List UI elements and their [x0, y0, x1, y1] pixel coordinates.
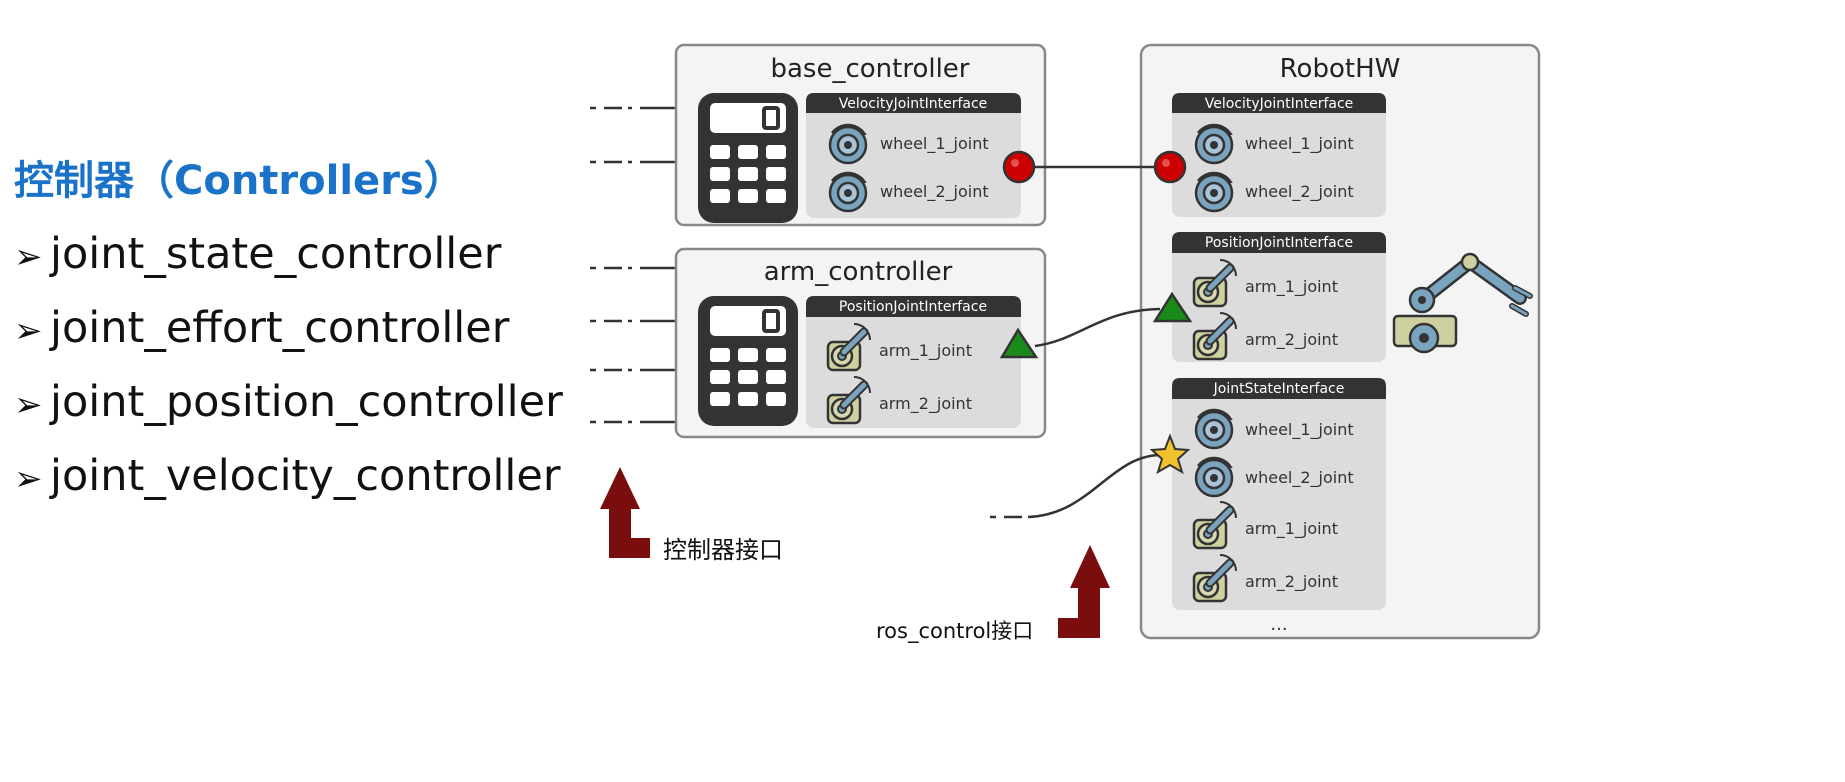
ros-control-interface-arrow — [1058, 545, 1110, 638]
bullet-icon: ➢ — [14, 311, 43, 351]
joint-label: arm_2_joint — [879, 394, 972, 414]
joint-label: arm_1_joint — [1245, 519, 1338, 539]
controller-interface-arrow — [600, 467, 650, 558]
controller-interface-label: 控制器接口 — [663, 536, 783, 564]
bullet-icon: ➢ — [14, 385, 43, 425]
interface-title: VelocityJointInterface — [1205, 96, 1354, 112]
interface-title: PositionJointInterface — [839, 299, 987, 315]
hw-joint-state-interface: JointStateInterface wheel_1_joint wheel_… — [1172, 378, 1386, 610]
list-item: ➢ joint_effort_controller — [14, 303, 510, 353]
joint-label: arm_1_joint — [879, 341, 972, 361]
wheel-joint-icon — [828, 123, 868, 165]
robothw-title: RobotHW — [1280, 54, 1401, 84]
list-item-label: joint_effort_controller — [49, 303, 510, 353]
joint-label: wheel_1_joint — [880, 134, 989, 154]
joint-label: arm_2_joint — [1245, 572, 1338, 592]
list-item: ➢ joint_velocity_controller — [14, 451, 561, 501]
position-connection — [999, 291, 1193, 359]
star-connector — [1149, 433, 1191, 475]
joint-label: arm_2_joint — [1245, 330, 1338, 350]
red-circle-connector — [1153, 150, 1187, 184]
list-item-label: joint_position_controller — [49, 377, 563, 427]
wheel-joint-icon — [1194, 408, 1234, 450]
calculator-icon — [696, 294, 800, 428]
joint-label: arm_1_joint — [1245, 277, 1338, 297]
joint-label: wheel_2_joint — [880, 182, 989, 202]
wheel-joint-icon — [1194, 171, 1234, 213]
base-controller-title: base_controller — [770, 54, 969, 84]
hw-position-joint-interface: PositionJointInterface arm_1_joint arm_2… — [1172, 232, 1386, 362]
joint-label: wheel_2_joint — [1245, 468, 1354, 488]
controller-list: ➢ joint_state_controller ➢ joint_effort_… — [14, 229, 563, 501]
calculator-icon — [696, 91, 800, 225]
bullet-icon: ➢ — [14, 237, 43, 277]
controllers-heading: 控制器（Controllers） — [14, 158, 464, 204]
interface-title: PositionJointInterface — [1205, 235, 1353, 251]
arm-controller-box: arm_controller PositionJointInterface ar… — [674, 247, 1047, 439]
red-circle-connector — [1002, 150, 1036, 184]
ros-control-interface-label: ros_control接口 — [876, 619, 1033, 644]
joint-state-connection — [990, 433, 1191, 519]
base-controller-box: base_controller VelocityJointInterface w… — [674, 43, 1047, 227]
velocity-connection — [1002, 150, 1187, 184]
green-triangle-connector — [999, 327, 1039, 359]
arm-controller-title: arm_controller — [764, 257, 953, 287]
bullet-icon: ➢ — [14, 459, 43, 499]
position-joint-interface: PositionJointInterface arm_1_joint arm_2… — [806, 296, 1021, 428]
more-interfaces-ellipsis: ... — [1270, 614, 1287, 635]
hw-velocity-joint-interface: VelocityJointInterface wheel_1_joint whe… — [1172, 93, 1386, 217]
interface-title: VelocityJointInterface — [839, 96, 988, 112]
robothw-box: RobotHW VelocityJointInterface wheel_1_j… — [1139, 43, 1541, 640]
list-item-label: joint_state_controller — [49, 229, 502, 279]
joint-label: wheel_2_joint — [1245, 182, 1354, 202]
wheel-joint-icon — [1194, 456, 1234, 498]
controller-input-lines — [590, 106, 676, 424]
list-item-label: joint_velocity_controller — [49, 451, 561, 501]
list-item: ➢ joint_state_controller — [14, 229, 502, 279]
wheel-joint-icon — [828, 171, 868, 213]
wheel-joint-icon — [1194, 123, 1234, 165]
velocity-joint-interface: VelocityJointInterface wheel_1_joint whe… — [806, 93, 1021, 218]
green-triangle-connector — [1152, 291, 1193, 323]
joint-label: wheel_1_joint — [1245, 420, 1354, 440]
list-item: ➢ joint_position_controller — [14, 377, 563, 427]
interface-title: JointStateInterface — [1213, 381, 1345, 397]
joint-label: wheel_1_joint — [1245, 134, 1354, 154]
robot-arm-icon — [1392, 252, 1533, 354]
